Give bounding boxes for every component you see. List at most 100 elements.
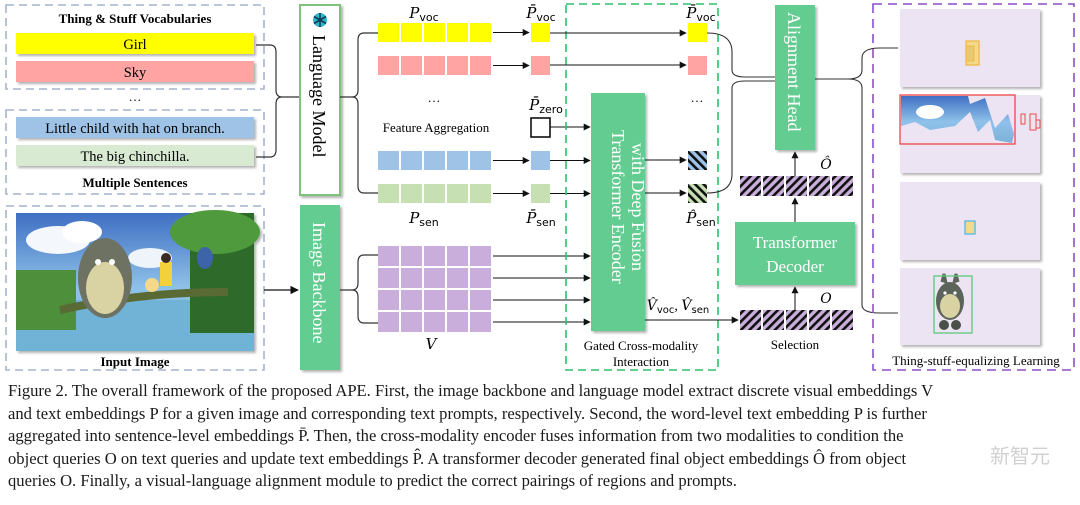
- visual-token: [401, 246, 422, 266]
- p-bar-voc-out-label: P̄voc: [685, 4, 715, 24]
- visual-token: [401, 268, 422, 288]
- ape-framework-diagram: Thing & Stuff Vocabularies Girl Sky … Li…: [5, 3, 1075, 371]
- feature-aggregation-label: Feature Aggregation: [383, 120, 490, 135]
- visual-token: [378, 290, 399, 310]
- decoder-label-line2: Decoder: [766, 257, 824, 276]
- encoder-block: Transformer Encoder with Deep Fusion: [591, 93, 648, 331]
- vocab-girl-aggregated-token: [531, 23, 550, 42]
- sentence-chinchilla-token: [424, 184, 445, 203]
- sentence-child-token: [378, 151, 399, 170]
- input-image: [16, 210, 260, 351]
- output-panel-chinchilla: [900, 268, 1040, 345]
- v-label: V: [426, 335, 439, 353]
- sentence-child-aggregated-token: [531, 151, 550, 170]
- object-query-token: [809, 310, 830, 330]
- object-embedding-tokens: [740, 176, 853, 196]
- v-hat-label: V̂voc, V̂sen: [647, 296, 710, 316]
- sentence-group-title: Multiple Sentences: [82, 175, 187, 190]
- visual-token: [401, 290, 422, 310]
- p-hat-blue-token: [688, 151, 707, 170]
- o-hat-label: Ô: [820, 155, 832, 173]
- sentence-chinchilla-token: [470, 184, 491, 203]
- decoder-label-line1: Transformer: [753, 233, 838, 252]
- o-label: O: [820, 291, 832, 307]
- caption-line-3: aggregated into sentence-level embedding…: [8, 426, 904, 445]
- child-sentence-box: [964, 220, 976, 235]
- input-image-group-border: [5, 205, 265, 371]
- vocab-girl-token: [378, 23, 399, 42]
- language-model-block: Language Model: [299, 4, 341, 196]
- equalizing-group-border: [872, 3, 1075, 371]
- p-hat-sen-token: [688, 184, 707, 203]
- selection-label: Selection: [771, 337, 820, 352]
- watermark: 新智元: [990, 444, 1050, 468]
- sentence-item-chinchilla: The big chinchilla.: [16, 145, 254, 166]
- text-token-rows: [378, 23, 591, 203]
- figure-caption: Figure 2. The overall framework of the p…: [8, 380, 1072, 493]
- object-embedding-token: [740, 176, 761, 196]
- visual-token: [470, 246, 491, 266]
- vocab-item-sky: Sky: [16, 61, 254, 82]
- child-box: [965, 45, 975, 62]
- object-query-tokens: [740, 310, 853, 330]
- object-embedding-token: [786, 176, 807, 196]
- visual-token: [424, 246, 445, 266]
- p-sen-label: Psen: [408, 209, 439, 229]
- gated-group-border: [565, 3, 719, 371]
- sentence-item-child: Little child with hat on branch.: [16, 117, 254, 138]
- token-ellipsis: …: [428, 90, 441, 105]
- sentence-chinchilla-aggregated-token: [531, 184, 550, 203]
- snowflake-icon: [313, 13, 327, 27]
- visual-token: [424, 290, 445, 310]
- gated-label-line2: Interaction: [613, 354, 670, 369]
- object-embedding-token: [832, 176, 853, 196]
- alignment-head-block: Alignment Head: [775, 5, 815, 150]
- output-panel-child: [900, 182, 1040, 260]
- visual-token: [447, 290, 468, 310]
- visual-token: [447, 268, 468, 288]
- p-zero-token: [530, 117, 551, 138]
- sentence-child-token: [447, 151, 468, 170]
- sky-box-small-1: [1020, 113, 1026, 125]
- vocab-sky-aggregated-token: [531, 56, 550, 75]
- sentence-chinchilla-token: [378, 184, 399, 203]
- voc-to-alignment-curve: [706, 32, 775, 78]
- visual-token: [447, 312, 468, 332]
- svg-text:Sky: Sky: [124, 65, 147, 81]
- sentence-group: Little child with hat on branch. The big…: [5, 109, 265, 195]
- caption-line-5: queries O. Finally, a visual-language al…: [8, 471, 737, 490]
- svg-text:Girl: Girl: [123, 37, 146, 53]
- sky-box-small-3: [1035, 119, 1041, 129]
- language-model-label: Language Model: [309, 35, 329, 157]
- sen-to-alignment-curve: [706, 80, 775, 194]
- object-query-token: [832, 310, 853, 330]
- output-panel-girl: [900, 9, 1040, 87]
- object-query-token: [740, 310, 761, 330]
- p-voc-out-token: [688, 23, 707, 42]
- image-backbone-block: Image Backbone: [300, 205, 340, 370]
- prompt-brace: [256, 44, 300, 158]
- p-bar-sen-label: P̄sen: [525, 209, 556, 229]
- encoder-label-line1: Transformer Encoder: [608, 130, 628, 284]
- vocab-group: Thing & Stuff Vocabularies Girl Sky …: [5, 4, 265, 104]
- vocab-sky-token: [447, 56, 468, 75]
- vocab-group-border: [5, 4, 265, 90]
- out-ellipsis: …: [691, 90, 704, 105]
- visual-token-grid: [378, 246, 591, 332]
- object-query-token: [786, 310, 807, 330]
- caption-line-2: and text embeddings P for a given image …: [8, 403, 927, 423]
- object-query-token: [763, 310, 784, 330]
- vocab-sky-token: [470, 56, 491, 75]
- visual-token: [378, 312, 399, 332]
- totoro-figure: [936, 273, 964, 330]
- p-hat-sen-label: P̂sen: [685, 209, 716, 229]
- p-bar-voc-label: P̄voc: [525, 4, 555, 24]
- image-backbone-label: Image Backbone: [309, 222, 329, 343]
- visual-token: [424, 268, 445, 288]
- sentence-chinchilla-token: [401, 184, 422, 203]
- sentence-chinchilla-token: [447, 184, 468, 203]
- p-bar-zero-label: P̄zero: [528, 96, 563, 116]
- encoder-label-line2: with Deep Fusion: [628, 143, 648, 271]
- vocab-girl-token: [447, 23, 468, 42]
- visual-token: [447, 246, 468, 266]
